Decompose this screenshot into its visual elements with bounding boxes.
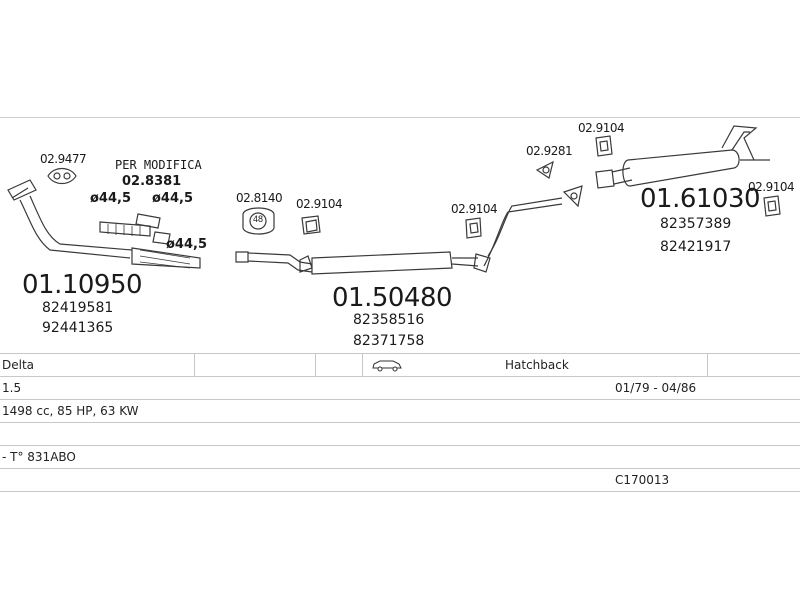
- oem-number: 82357389: [660, 216, 732, 232]
- engine-code-cell: - T° 831ABO: [0, 445, 800, 469]
- modifica-title: PER MODIFICA: [115, 158, 202, 172]
- oem-number: 92441365: [42, 320, 114, 336]
- modifica-code: 02.8381: [122, 174, 182, 189]
- part-code-front-pipe: 01.10950: [22, 270, 143, 300]
- period-cell: 01/79 - 04/86: [503, 376, 800, 400]
- exhaust-diagram: [7, 125, 781, 275]
- rear-muffler-drawing: [595, 125, 770, 189]
- diameter-label-1: ø44,5: [90, 191, 132, 206]
- gasket-drawing: [47, 167, 77, 185]
- clamp-drawing: [242, 207, 275, 235]
- part-code-rear-muffler: 01.61030: [640, 184, 761, 214]
- oem-number: 82358516: [353, 312, 425, 328]
- hanger-drawing-2: [465, 217, 482, 239]
- hanger-code-2: 02.9104: [451, 202, 498, 216]
- oem-number: 82371758: [353, 333, 425, 349]
- reference-cell: C170013: [503, 468, 800, 492]
- part-code-middle-pipe: 01.50480: [332, 283, 453, 313]
- hanger-drawing-3: [595, 135, 613, 157]
- flange-drawing: [535, 160, 554, 179]
- front-pipe-drawing: [7, 179, 201, 269]
- engine-cell: 1.5: [0, 376, 503, 400]
- hanger-code-3: 02.9104: [578, 121, 625, 135]
- table-row: Delta Hatchback: [0, 353, 800, 377]
- body-type-cell: Hatchback: [503, 353, 708, 377]
- oem-number: 82419581: [42, 300, 114, 316]
- table-row: C170013: [0, 468, 800, 492]
- table-row: 1.5 01/79 - 04/86: [0, 376, 800, 400]
- diameter-label-3: ø44,5: [166, 237, 208, 252]
- car-icon: [372, 360, 402, 372]
- hanger-code-1: 02.9104: [296, 197, 343, 211]
- table-row: - T° 831ABO: [0, 445, 800, 469]
- hanger-drawing-1: [301, 215, 321, 235]
- spec-cell: 1498 cc, 85 HP, 63 KW: [0, 399, 800, 423]
- oem-number: 82421917: [660, 239, 732, 255]
- model-cell: Delta: [0, 353, 195, 377]
- hanger-drawing-4: [763, 195, 781, 217]
- diameter-label-2: ø44,5: [152, 191, 194, 206]
- middle-pipe-drawing: [235, 197, 563, 275]
- flange-drawing-2: [562, 185, 583, 208]
- gasket-code: 02.9477: [40, 152, 87, 166]
- table-row: 1498 cc, 85 HP, 63 KW: [0, 399, 800, 423]
- flange-code: 02.9281: [526, 144, 573, 158]
- clamp-size: 48: [253, 214, 264, 224]
- vehicle-info-table: Delta Hatchback 1.5 01/79 - 04/86 1498 c…: [0, 353, 800, 492]
- clamp-code: 02.8140: [236, 191, 283, 205]
- hanger-code-4: 02.9104: [748, 180, 795, 194]
